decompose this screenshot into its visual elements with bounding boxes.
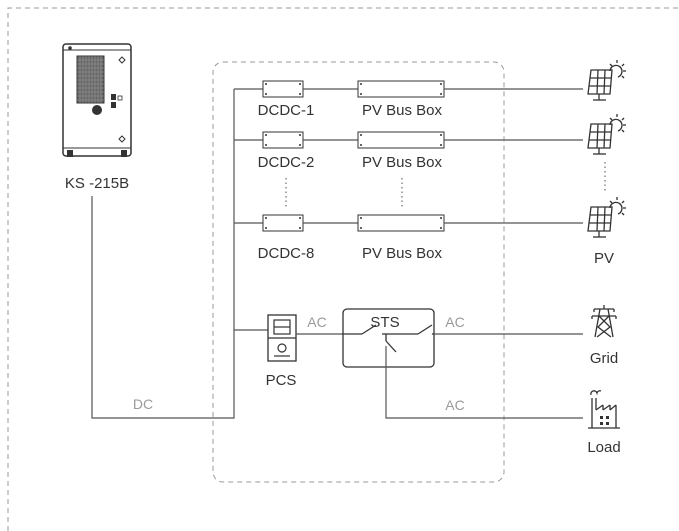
load-label: Load: [587, 439, 620, 456]
pv-bus-box-3-icon: [357, 214, 445, 232]
dcdc-8-label: DCDC-8: [258, 245, 315, 262]
pv-panel-icon: [587, 197, 626, 238]
pv-panel-icon: [587, 60, 626, 101]
battery-cabinet-icon: [62, 43, 132, 157]
sts-label: STS: [370, 314, 399, 331]
dc-line: [91, 89, 235, 419]
battery-label: KS -215B: [65, 175, 129, 192]
pv-bus-box-2-label: PV Bus Box: [362, 154, 443, 171]
outer-dashed-frame: [7, 7, 679, 531]
dcdc-2-icon: [262, 131, 304, 149]
grid-tower-icon: [591, 305, 617, 338]
pv-label: PV: [594, 250, 614, 267]
pv-bus-box-2-icon: [357, 131, 445, 149]
ac-load-label: AC: [445, 397, 464, 413]
pv-bus-box-1-icon: [357, 80, 445, 98]
sts-to-load: [385, 346, 583, 419]
pcs-label: PCS: [266, 372, 297, 389]
pv-bus-box-3-label: PV Bus Box: [362, 245, 443, 262]
ac-pcs-sts-label: AC: [307, 314, 326, 330]
dcdc-1-label: DCDC-1: [258, 102, 315, 119]
dcdc-8-icon: [262, 214, 304, 232]
pcs-icon: [267, 314, 297, 362]
sts-switch-icon: [342, 308, 435, 368]
grid-label: Grid: [590, 350, 618, 367]
ac-sts-grid-label: AC: [445, 314, 464, 330]
dcdc-2-label: DCDC-2: [258, 154, 315, 171]
pv-panel-icon: [587, 114, 626, 155]
system-dashed-container: [212, 61, 505, 483]
dcdc-1-icon: [262, 80, 304, 98]
load-factory-icon: [588, 390, 620, 429]
dc-label: DC: [133, 396, 153, 412]
pv-bus-box-1-label: PV Bus Box: [362, 102, 443, 119]
